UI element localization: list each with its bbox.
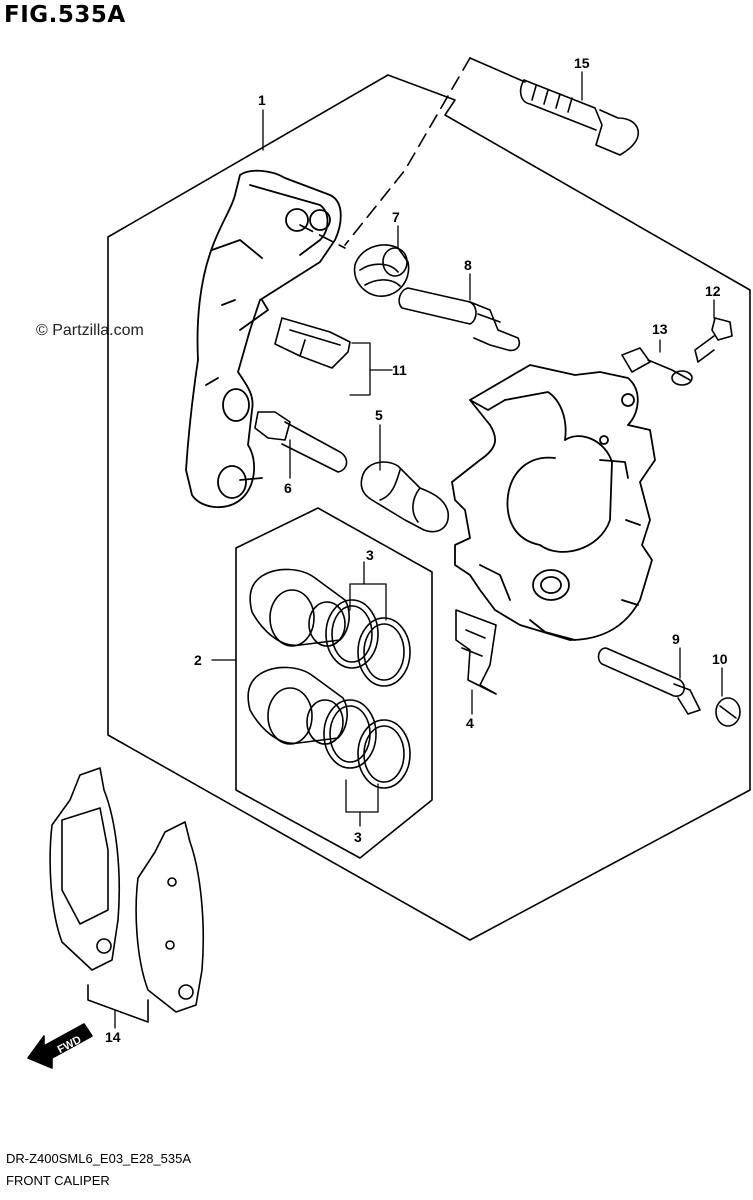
callout-14: 14 — [105, 1029, 121, 1045]
callout-1: 1 — [258, 92, 266, 108]
brake-pad-front — [49, 767, 120, 971]
bleeder-cap — [621, 347, 693, 386]
pad-leader — [87, 984, 149, 1023]
bleeder-valve — [694, 317, 733, 363]
figure-title: FIG.535A — [4, 2, 126, 28]
callout-10: 10 — [712, 651, 728, 667]
piston-upper — [249, 568, 350, 647]
forward-direction-arrow: FWD — [27, 1023, 93, 1069]
pin-plug — [715, 697, 741, 727]
piston-seals-lower — [323, 699, 411, 789]
pin-boot — [353, 244, 410, 297]
callout-15: 15 — [574, 55, 590, 71]
caliper-body — [451, 364, 656, 641]
model-code: DR-Z400SML6_E03_E28_535A — [6, 1151, 192, 1166]
bolt-leader-dashed — [299, 57, 471, 249]
pad-spring — [274, 317, 351, 369]
caliper-bracket — [185, 169, 342, 509]
watermark: © Partzilla.com — [36, 322, 144, 339]
callout-6: 6 — [284, 480, 292, 496]
frame-top-corner — [469, 57, 526, 83]
callout-2: 2 — [194, 652, 202, 668]
figure-caption: FRONT CALIPER — [6, 1173, 110, 1188]
callout-3-lower: 3 — [354, 829, 362, 845]
callout-3-upper: 3 — [366, 547, 374, 563]
mounting-bolt — [519, 79, 640, 156]
callout-11: 11 — [392, 362, 407, 378]
piston-lower — [247, 666, 348, 745]
piston-seals-upper — [325, 599, 411, 687]
callout-13: 13 — [652, 321, 668, 337]
slide-pin-8 — [398, 287, 521, 352]
assembly-boundary — [107, 74, 751, 941]
callout-8: 8 — [464, 257, 472, 273]
callout-7: 7 — [392, 209, 400, 225]
pad-retainer — [455, 609, 497, 695]
callout-leaders — [114, 71, 723, 1029]
pin-boot-5 — [360, 461, 449, 533]
slide-pin-6 — [254, 411, 348, 473]
piston-group-boundary — [235, 507, 433, 859]
brake-pad-rear — [135, 821, 205, 1013]
callout-9: 9 — [672, 631, 680, 647]
slide-pin-9 — [597, 647, 701, 715]
callout-numbers: 1 2 3 3 4 5 6 7 8 9 10 11 12 13 14 15 — [105, 55, 728, 1045]
callout-5: 5 — [375, 407, 383, 423]
callout-4: 4 — [466, 715, 474, 731]
callout-12: 12 — [705, 283, 721, 299]
